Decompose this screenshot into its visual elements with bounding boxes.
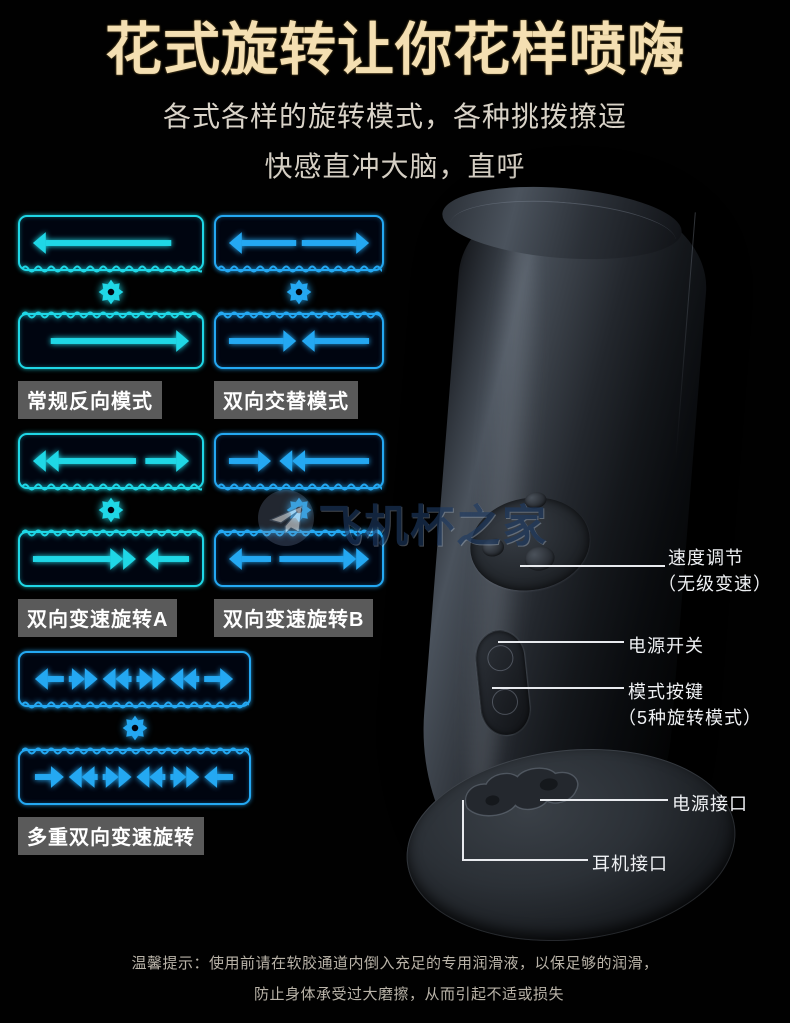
footer-line-1: 温馨提示：使用前请在软胶通道内倒入充足的专用润滑液，以保足够的润滑， — [131, 955, 659, 972]
watermark-badge — [258, 490, 314, 546]
mode-card-1[interactable]: 常规反向模式 — [18, 215, 204, 419]
mode-gear-gap — [214, 271, 384, 313]
gear-icon — [98, 279, 124, 305]
mode-track-top — [18, 433, 204, 491]
mode-card-5[interactable]: 多重双向变速旋转 — [18, 651, 251, 855]
arrow-glyph — [34, 766, 234, 788]
mode-gear-gap — [18, 489, 204, 531]
leader-line-power-port — [540, 799, 668, 801]
paper-plane-icon — [269, 505, 303, 535]
arrow-row — [20, 226, 202, 260]
arrow-glyph — [228, 450, 370, 472]
wavy-edge — [22, 265, 202, 273]
watermark: 飞机杯之家 — [258, 484, 558, 554]
wavy-edge — [218, 529, 382, 537]
mode-card-2[interactable]: 双向交替模式 — [214, 215, 384, 419]
arrow-glyph — [228, 548, 370, 570]
mode-label: 常规反向模式 — [18, 381, 162, 419]
annotation-sublabel-speed-control: （无级变速） — [658, 574, 772, 594]
annotation-sublabel-mode-button: （5种旋转模式） — [618, 708, 763, 728]
arrow-row — [20, 542, 202, 576]
annotation-label-speed-control: 速度调节 — [668, 548, 744, 568]
wavy-edge — [22, 483, 202, 491]
mode-track-bottom — [18, 311, 204, 369]
footer-note: 温馨提示：使用前请在软胶通道内倒入充足的专用润滑液，以保足够的润滑， 防止身体承… — [0, 952, 790, 1004]
annotation-label-power-port: 电源接口 — [672, 794, 748, 814]
leader-line-vertical-headphone-port — [462, 800, 464, 860]
arrow-row — [216, 226, 382, 260]
arrow-glyph — [32, 232, 172, 254]
arrow-row — [216, 324, 382, 358]
mode-diagram — [214, 215, 384, 369]
leader-line-headphone-port — [462, 859, 588, 861]
arrow-row — [20, 444, 202, 478]
arrow-glyph — [228, 330, 370, 352]
mode-track-top — [18, 651, 251, 709]
arrow-glyph — [50, 330, 190, 352]
mode-label: 双向变速旋转A — [18, 599, 178, 637]
arrow-row — [20, 324, 202, 358]
mode-track-top — [18, 215, 204, 273]
product-illustration — [390, 150, 790, 957]
mode-track-bottom — [214, 311, 384, 369]
mode-track-bottom — [214, 529, 384, 587]
mode-track-top — [214, 433, 384, 491]
mode-card-3[interactable]: 双向变速旋转A — [18, 433, 204, 637]
mode-diagram — [18, 433, 204, 587]
gear-icon — [122, 715, 147, 741]
wavy-edge — [22, 529, 202, 537]
footer-line-2: 防止身体承受过大磨擦，从而引起不适或损失 — [253, 986, 564, 1003]
subtitle-line-1: 各式各样的旋转模式，各种挑拨撩逗 — [162, 101, 627, 132]
arrow-row — [216, 444, 382, 478]
leader-line-mode-button — [492, 687, 624, 689]
mode-label: 双向变速旋转B — [214, 599, 374, 637]
mode-icon — [490, 687, 520, 717]
arrow-row — [20, 760, 249, 794]
annotation-label-power-switch: 电源开关 — [628, 636, 704, 656]
annotation-label-mode-button: 模式按键 — [628, 682, 704, 702]
mode-diagram — [18, 215, 204, 369]
mode-gear-gap — [18, 271, 204, 313]
wavy-edge — [22, 311, 202, 319]
mode-track-bottom — [18, 747, 251, 805]
mode-track-top — [214, 215, 384, 273]
power-icon — [486, 643, 515, 673]
gear-icon — [98, 497, 124, 523]
mode-card-4[interactable]: 双向变速旋转B — [214, 433, 384, 637]
wavy-edge — [218, 483, 382, 491]
mode-label: 多重双向变速旋转 — [18, 817, 204, 855]
arrow-glyph — [228, 232, 370, 254]
header-block: 花式旋转让你花样喷嗨 各式各样的旋转模式，各种挑拨撩逗 快感直冲大脑，直呼 — [0, 0, 790, 185]
mode-gear-gap — [18, 707, 251, 749]
rotation-modes-section: 常规反向模式 双向交替模式双向变速旋转A 双向变速旋转B 多重双向变速旋转 — [0, 205, 420, 875]
mode-label: 双向交替模式 — [214, 381, 358, 419]
wavy-edge — [218, 311, 382, 319]
subtitle-line-2: 快感直冲大脑，直呼 — [264, 151, 526, 182]
arrow-row — [216, 542, 382, 576]
leader-line-speed-control — [520, 565, 665, 567]
arrow-glyph — [32, 548, 190, 570]
watermark-text: 飞机杯之家 — [318, 502, 548, 551]
page-title: 花式旋转让你花样喷嗨 — [105, 18, 685, 82]
leader-line-power-switch — [498, 641, 624, 643]
arrow-row — [20, 662, 249, 696]
wavy-edge — [218, 265, 382, 273]
wavy-edge — [22, 701, 249, 709]
mode-diagram — [214, 433, 384, 587]
mode-track-bottom — [18, 529, 204, 587]
wavy-edge — [22, 747, 249, 755]
port-cover-flap[interactable] — [455, 757, 594, 833]
mode-diagram — [18, 651, 251, 805]
gear-icon — [286, 279, 312, 305]
arrow-glyph — [34, 668, 234, 690]
arrow-glyph — [32, 450, 190, 472]
annotation-label-headphone-port: 耳机接口 — [592, 854, 668, 874]
